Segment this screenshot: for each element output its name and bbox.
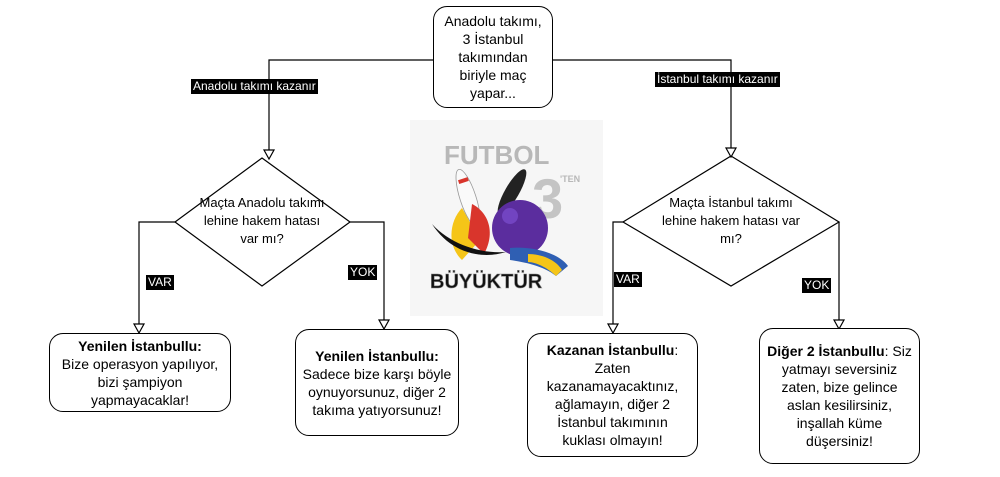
connector-right-var xyxy=(612,221,623,324)
outcome-right-yok: Diğer 2 İstanbullu: Siz yatmayı seversin… xyxy=(759,328,920,464)
edge-label-right-var: VAR xyxy=(614,272,642,287)
outcome-title: Yenilen İstanbullu: xyxy=(315,347,439,364)
arrowhead-right-yok xyxy=(832,319,846,331)
decision-diamond-left xyxy=(173,157,352,287)
outcome-title: Yenilen İstanbullu: xyxy=(78,337,202,354)
decision-diamond-right xyxy=(621,155,841,287)
edge-label-right-yok: YOK xyxy=(802,278,832,293)
connector-start-right xyxy=(553,59,732,148)
outcome-left-yok: Yenilen İstanbullu:Sadece bize karşı böy… xyxy=(295,329,459,436)
logo-pin-stripe xyxy=(458,177,469,185)
arrowhead-left-decision xyxy=(262,149,276,161)
outcome-left-var: Yenilen İstanbullu:Bize operasyon yapılı… xyxy=(49,333,231,412)
logo-text-futbol: FUTBOL xyxy=(444,140,550,170)
outcome-text: Bize operasyon yapılıyor, bizi şampiyon … xyxy=(61,355,219,408)
logo-bowling-ball xyxy=(492,200,548,256)
decision-left-text: Maçta Anadolu takımı lehine hakem hatası… xyxy=(199,195,325,246)
outcome-title: Diğer 2 İstanbullu xyxy=(767,343,885,359)
arrowhead-left-var xyxy=(132,323,146,335)
futbol-logo-image: FUTBOL 3 'TEN BÜYÜKTÜR xyxy=(410,120,603,316)
logo-pin-red xyxy=(468,204,490,254)
outcome-text: : Zaten kazanamayacaktınız, ağlamayın, d… xyxy=(546,342,679,448)
connector-left-yok xyxy=(350,221,385,320)
logo-pin-yellow-2 xyxy=(528,254,562,276)
start-node-text: Anadolu takımı, 3 İstanbul takımından bi… xyxy=(444,13,542,101)
outcome-text: : Siz yatmayı seversiniz zaten, bize gel… xyxy=(781,343,912,449)
edge-label-left-var: VAR xyxy=(146,275,174,290)
connector-left-var xyxy=(138,221,175,324)
edge-label-left-branch: Anadolu takımı kazanır xyxy=(191,79,318,94)
logo-text-sup: 'TEN xyxy=(560,174,580,184)
start-node: Anadolu takımı, 3 İstanbul takımından bi… xyxy=(433,6,553,108)
logo-swoosh xyxy=(432,224,506,255)
logo-text-buyuktur: BÜYÜKTÜR xyxy=(430,270,543,293)
logo-ball-shine xyxy=(502,208,518,224)
arrowhead-right-decision xyxy=(724,147,738,159)
bowling-logo-graphic: FUTBOL 3 'TEN BÜYÜKTÜR xyxy=(430,140,580,293)
outcome-right-var: Kazanan İstanbullu: Zaten kazanamayacakt… xyxy=(527,333,698,457)
connector-start-left xyxy=(268,59,433,150)
outcome-text: Sadece bize karşı böyle oynuyorsunuz, di… xyxy=(302,365,452,418)
decision-right-text: Maçta İstanbul takımı lehine hakem hatas… xyxy=(661,195,801,246)
arrowhead-left-yok xyxy=(377,319,391,331)
edge-label-right-branch: İstanbul takımı kazanır xyxy=(655,72,780,87)
arrowhead-right-var xyxy=(606,323,620,335)
outcome-title: Kazanan İstanbullu xyxy=(546,342,675,358)
logo-pin-black xyxy=(497,169,527,215)
edge-label-left-yok: YOK xyxy=(348,265,378,280)
